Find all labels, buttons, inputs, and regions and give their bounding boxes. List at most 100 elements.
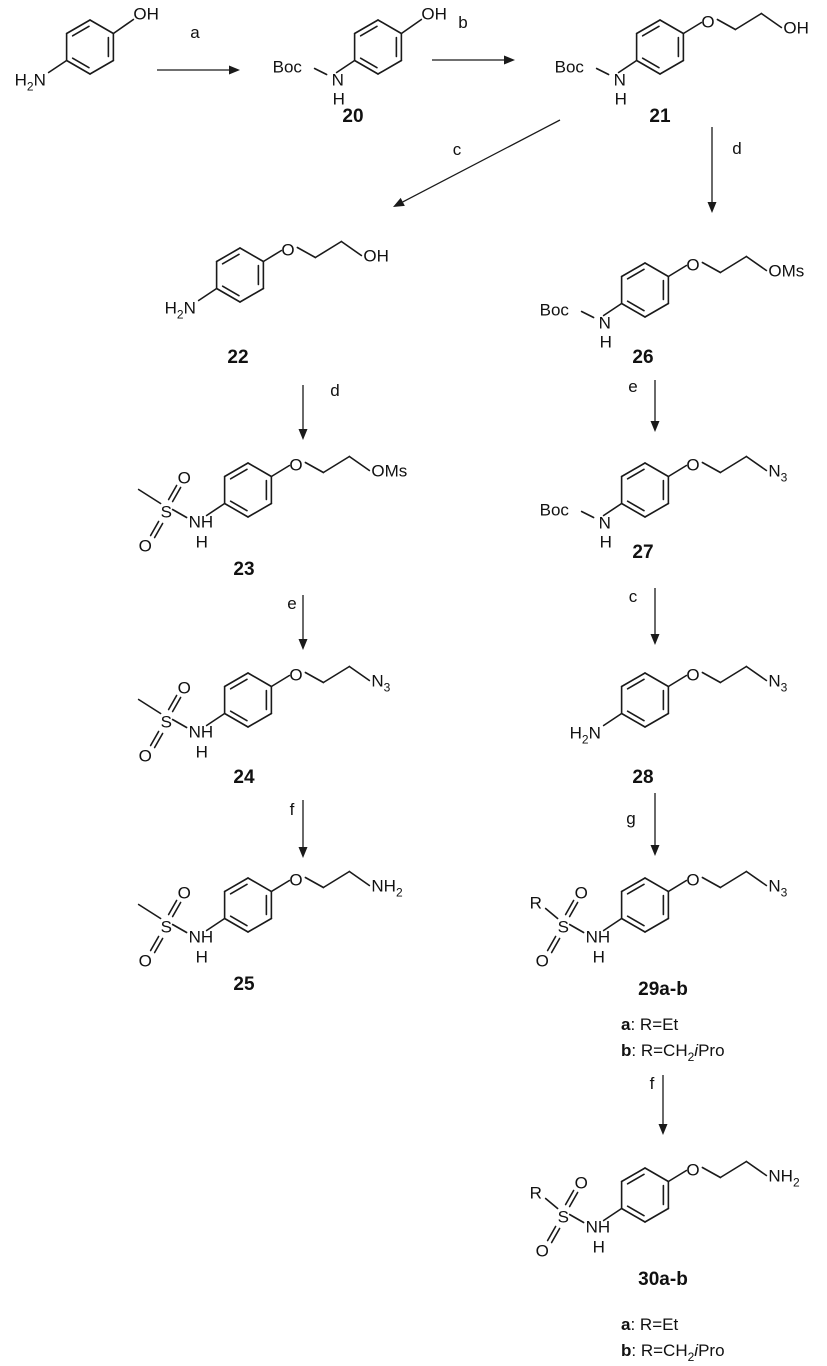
bond (314, 240, 343, 259)
ether-o-label: O (289, 871, 302, 890)
bond (313, 67, 328, 76)
nh-h-label: H (600, 533, 612, 552)
ring-bond (223, 712, 249, 728)
ring-bond (247, 877, 273, 893)
sulfonyl-o-label: O (575, 1174, 588, 1193)
bond (701, 671, 722, 684)
arrowhead (707, 202, 717, 213)
bond (171, 486, 182, 503)
arrowhead (504, 55, 515, 65)
amine-label-sub: 2 (177, 308, 184, 322)
ring-double-bond (229, 468, 248, 480)
bond (701, 1166, 722, 1179)
amine-label-main: NH (371, 877, 396, 896)
bond (112, 18, 135, 35)
ether-o-label: O (701, 13, 714, 32)
bond (546, 935, 557, 952)
bond (546, 1225, 557, 1242)
ring-bond (620, 877, 646, 893)
amine-label-trail: N (34, 71, 46, 90)
sulfonyl-o-label: O (536, 1242, 549, 1261)
bond (153, 522, 164, 539)
bond (580, 510, 595, 519)
reaction-arrow-a10: g (626, 793, 660, 856)
ring-bond (223, 462, 249, 478)
amine-label-sub: 2 (582, 733, 589, 747)
bond (153, 732, 164, 749)
azide-label-sub: 3 (781, 471, 788, 485)
azide-label: N3 (768, 672, 787, 695)
bond (580, 310, 595, 319)
bond (270, 879, 291, 893)
reagent-label: d (732, 139, 741, 158)
sulfonyl-o-label: O (536, 952, 549, 971)
bond (701, 261, 722, 274)
bond (167, 694, 178, 711)
r-note-29b: b: R=CH2iPro (621, 1041, 725, 1064)
hydroxyl-label: OH (783, 19, 809, 38)
bond (745, 870, 768, 887)
ether-o-label: O (686, 1161, 699, 1180)
nh-n-label: N (614, 71, 626, 90)
r-note-30a-text: : R=Et (630, 1315, 678, 1334)
ring-bond (89, 19, 115, 35)
arrow-shaft (402, 119, 561, 203)
amine-label: NH2 (371, 877, 403, 900)
ring-bond (620, 462, 646, 478)
bond (550, 937, 561, 954)
bond (719, 255, 748, 274)
amine-label-sub: 2 (793, 1176, 800, 1190)
azide-label: N3 (768, 877, 787, 900)
ring-bond (620, 917, 646, 933)
ring-bond (620, 262, 646, 278)
r-note-29b-sub: 2 (688, 1050, 695, 1064)
hydroxyl-label: OH (421, 5, 447, 24)
r-note-29a-text: : R=Et (630, 1015, 678, 1034)
ring-double-bond (641, 25, 660, 37)
sulfonamide-nh-label: NH (189, 513, 214, 532)
nh-h-label: H (333, 90, 345, 109)
r-note-29b-text: : R=CH (631, 1041, 687, 1060)
bond (734, 12, 763, 31)
ring-double-bond (359, 57, 378, 69)
reaction-arrow-a6: e (287, 594, 308, 650)
ring-double-bond (626, 1173, 645, 1185)
ring-double-bond (626, 883, 645, 895)
ring-bond (635, 59, 661, 75)
bond (701, 461, 722, 474)
bond (550, 1227, 561, 1244)
ring-double-bond (359, 25, 378, 37)
reagent-label: e (628, 377, 637, 396)
arrowhead (650, 421, 660, 432)
ring-bond (644, 917, 670, 933)
bond (745, 455, 768, 472)
r-note-29a: a: R=Et (621, 1015, 678, 1034)
bond (595, 67, 610, 76)
compound-number-26: 26 (632, 347, 653, 368)
ring-bond (620, 302, 646, 318)
ring-bond (620, 712, 646, 728)
reagent-label: c (629, 587, 638, 606)
bond (667, 1169, 688, 1183)
ring-bond (644, 462, 670, 478)
sulfonamide-nh-label: NH (189, 928, 214, 947)
nh-h-label: H (593, 1238, 605, 1257)
sulfonyl-o-label: O (178, 679, 191, 698)
nh-h-label: H (615, 90, 627, 109)
ring-bond (644, 302, 670, 318)
r-note-30b-italic: i (694, 1341, 699, 1360)
bond (602, 712, 623, 727)
ring-bond (247, 672, 273, 688)
r-note-30b-sub: 2 (688, 1350, 695, 1364)
r-note-29a-key: a (621, 1015, 631, 1034)
amine-label: NH2 (768, 1167, 800, 1190)
bond (340, 240, 363, 257)
boc-label: Boc (555, 58, 585, 77)
compound-number-20: 20 (342, 106, 363, 127)
amine-label-main: NH (768, 1167, 793, 1186)
